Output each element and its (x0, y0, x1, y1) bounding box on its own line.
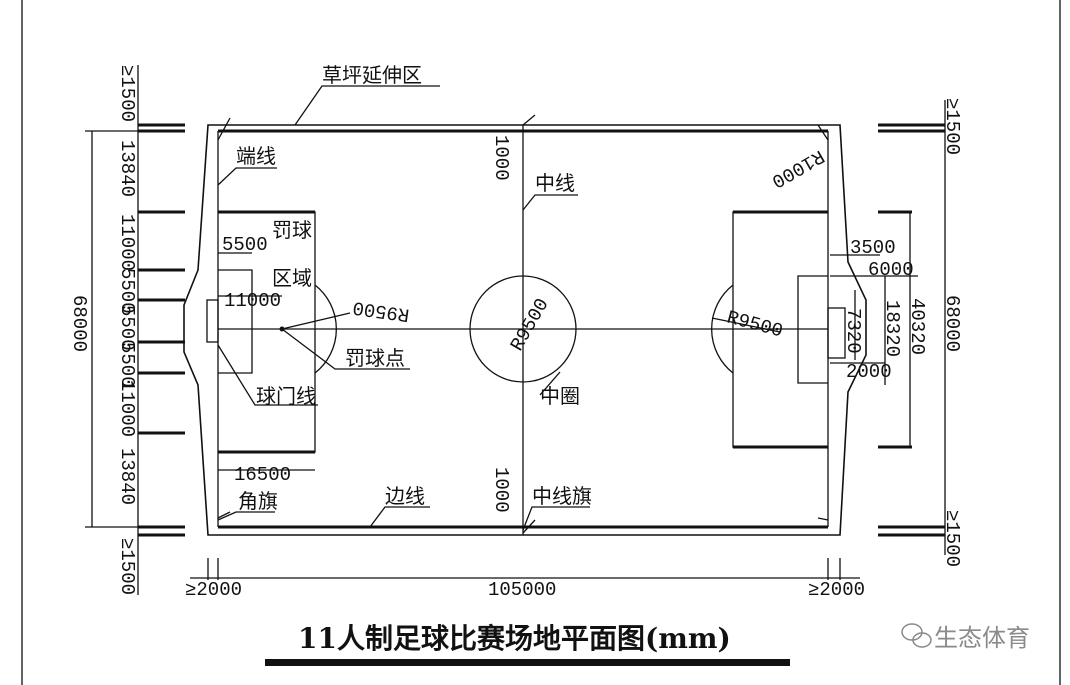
label-end-line: 端线 (236, 144, 276, 168)
dim-right-top-margin: ≥1500 (941, 98, 963, 155)
dim-penalty-depth: 16500 (234, 464, 291, 486)
dim-left-5500-a: 5500 (116, 268, 138, 314)
title-underline (265, 659, 790, 666)
label-leaders (217, 85, 590, 531)
right-goal-area (797, 275, 828, 384)
right-penalty-arc (711, 284, 734, 374)
label-side-line: 边线 (385, 484, 425, 508)
dim-left-top-margin: ≥1500 (116, 65, 138, 122)
grass-extension-outline (183, 124, 867, 536)
dim-center-radius: R9500 (506, 295, 554, 355)
right-goal (827, 307, 846, 359)
dim-left-13840-bottom: 13840 (116, 448, 138, 505)
dim-goal-area-depth: 5500 (222, 234, 268, 256)
right-dimension-chain (830, 100, 946, 555)
dim-penalty-mark: 11000 (224, 290, 281, 312)
wechat-icon (901, 623, 932, 648)
dim-penalty-width: 40320 (906, 298, 928, 355)
dim-goal-depth-right: 3500 (850, 237, 896, 259)
drawing-title: 11人制足球比赛场地平面图(mm) (298, 622, 731, 655)
label-halfway-line: 中线 (535, 171, 575, 195)
drawing-frame (21, 0, 1061, 685)
label-penalty-spot: 罚球点 (345, 346, 405, 370)
dim-left-11000-bottom: 11000 (116, 380, 138, 437)
left-goal (206, 299, 219, 343)
dim-left-11000-top: 11000 (116, 214, 138, 271)
right-radius-line (711, 317, 781, 333)
dim-flag-offset-bottom: 1000 (490, 467, 512, 513)
left-penalty-arc (314, 284, 337, 374)
dim-left-bottom-margin: ≥1500 (116, 538, 138, 595)
left-goal-area (218, 269, 253, 374)
label-center-circle: 中圈 (540, 384, 580, 408)
dim-width-left: 68000 (68, 295, 90, 352)
dim-arc-radius-left: R9500 (351, 296, 411, 326)
dim-width-right: 68000 (941, 295, 963, 352)
dim-length: 105000 (488, 579, 556, 601)
inner-dimension-lines (218, 252, 315, 471)
left-radius-line (281, 312, 351, 330)
label-grass-extension: 草坪延伸区 (322, 63, 422, 87)
dim-goal-area-right: 6000 (868, 259, 914, 281)
pitch (206, 114, 846, 535)
left-dimension-chain (85, 65, 185, 595)
dim-left-13840-top: 13840 (116, 140, 138, 197)
dim-left-5500-b: 5500 (116, 305, 138, 351)
dim-bottom-left-margin: ≥2000 (185, 579, 242, 601)
dim-right-bottom-margin: ≥1500 (941, 510, 963, 567)
dim-goal-area-width: 18320 (881, 300, 903, 357)
label-penalty-area-2: 区域 (272, 266, 312, 290)
label-penalty-area-1: 罚球 (272, 218, 312, 242)
dim-corner-radius: R1000 (768, 145, 828, 193)
dim-left-5500-c: 5500 (116, 342, 138, 388)
label-corner-flag: 角旗 (238, 489, 278, 513)
dim-goal-post-gap: 2000 (846, 361, 892, 383)
dim-goal-width: 7320 (842, 308, 864, 354)
dim-bottom-right-margin: ≥2000 (808, 579, 865, 601)
label-goal-line: 球门线 (256, 384, 316, 408)
label-halfway-flag: 中线旗 (532, 484, 592, 508)
dim-flag-offset-top: 1000 (490, 135, 512, 181)
watermark-text: 生态体育 (934, 624, 1030, 652)
center-circle (469, 275, 577, 383)
bottom-dimension-line (190, 558, 860, 580)
